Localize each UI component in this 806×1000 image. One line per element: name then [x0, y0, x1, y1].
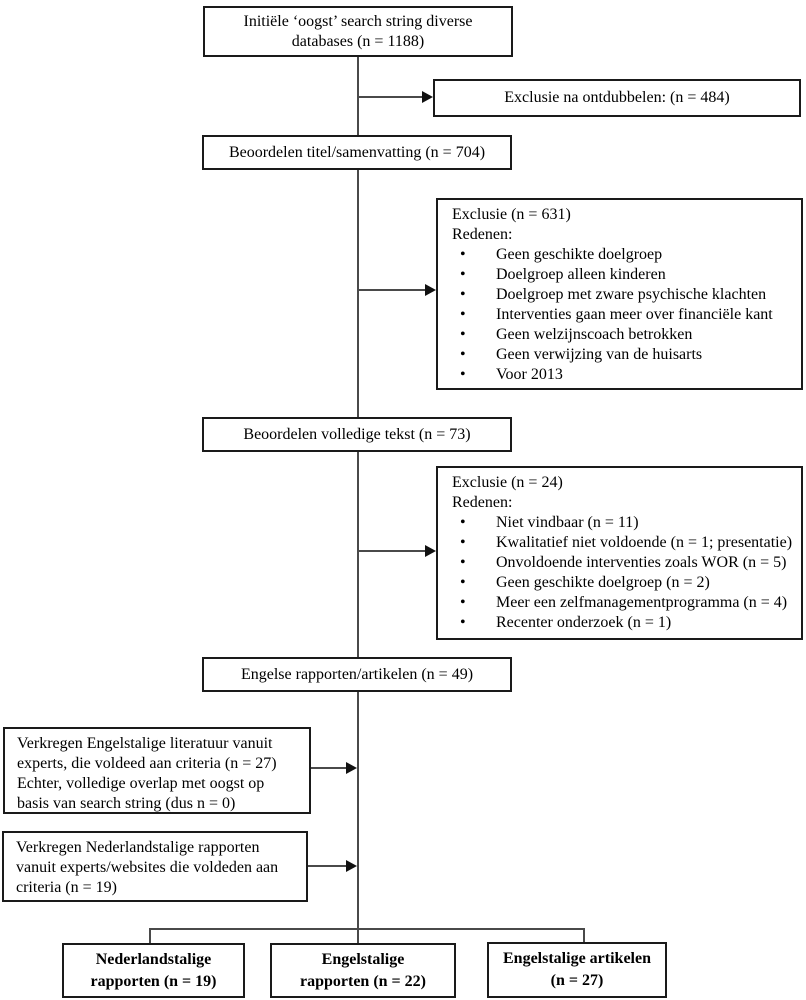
arrowhead-experts-en — [346, 762, 357, 774]
box-engelstalige-artikelen: Engelstalige artikelen (n = 27) — [487, 942, 667, 998]
arrowhead-exclusie1 — [425, 284, 436, 296]
exclusie1-reason-list: Geen geschikte doelgroep Doelgroep allee… — [450, 245, 793, 385]
exclusie2-reason-text: Niet vindbaar (n = 11) — [496, 514, 639, 531]
box-verkregen-engelstalige-literatuur: Verkregen Engelstalige literatuur vanuit… — [3, 727, 311, 814]
drop-line-nl-rapporten — [149, 928, 151, 944]
box-initial-search-line2: databases (n = 1188) — [291, 32, 425, 50]
exclusie1-reason: Doelgroep alleen kinderen — [450, 265, 793, 285]
arrowhead-ontdubbelen — [422, 91, 433, 103]
box-engelse-rapporten-artikelen-label: Engelse rapporten/artikelen (n = 49) — [240, 665, 474, 683]
exclusie2-reason-text: Kwalitatief niet voldoende (n = 1; prese… — [496, 534, 793, 551]
box-beoordelen-volledige-tekst-label: Beoordelen volledige tekst (n = 73) — [243, 425, 471, 443]
engelstalige-artikelen-line1: Engelstalige artikelen — [503, 950, 651, 967]
box-engelstalige-rapporten: Engelstalige rapporten (n = 22) — [270, 943, 456, 998]
exclusie1-reason: Voor 2013 — [450, 365, 793, 385]
box-initial-search-line1: Initiële ‘oogst’ search string diverse — [243, 12, 473, 30]
box-exclusie1: Exclusie (n = 631) Redenen: Geen geschik… — [436, 198, 803, 390]
experts-nl-line1: Verkregen Nederlandstalige rapporten — [16, 839, 260, 856]
exclusie1-reason-text: Geen verwijzing van de huisarts — [496, 346, 703, 363]
box-exclusie2: Exclusie (n = 24) Redenen: Niet vindbaar… — [436, 466, 803, 640]
exclusie1-reason: Interventies gaan meer over financiële k… — [450, 305, 793, 325]
engelstalige-artikelen-line2: (n = 27) — [550, 972, 604, 989]
nederlandstalige-rapporten-line2: rapporten (n = 19) — [90, 972, 217, 990]
exclusie2-reason: Geen geschikte doelgroep (n = 2) — [450, 573, 793, 593]
exclusie1-title: Exclusie (n = 631) — [452, 206, 571, 223]
exclusie1-reasons-label: Redenen: — [452, 226, 513, 243]
exclusie2-reason-text: Recenter onderzoek (n = 1) — [496, 614, 672, 631]
exclusie2-reason: Onvoldoende interventies zoals WOR (n = … — [450, 553, 793, 573]
experts-en-line3: Echter, volledige overlap met oogst op — [17, 775, 265, 792]
exclusie1-reason: Geen verwijzing van de huisarts — [450, 345, 793, 365]
exclusie1-reason: Doelgroep met zware psychische klachten — [450, 285, 793, 305]
exclusie2-title: Exclusie (n = 24) — [452, 474, 563, 491]
exclusie2-reason: Niet vindbaar (n = 11) — [450, 513, 793, 533]
exclusie2-reason-text: Geen geschikte doelgroep (n = 2) — [496, 574, 710, 591]
exclusie1-reason-text: Voor 2013 — [496, 366, 563, 383]
exclusie2-reasons-label: Redenen: — [452, 494, 513, 511]
box-beoordelen-volledige-tekst: Beoordelen volledige tekst (n = 73) — [202, 417, 512, 452]
engelstalige-rapporten-line2: rapporten (n = 22) — [300, 972, 426, 990]
branch-line-ontdubbelen — [357, 96, 425, 98]
nederlandstalige-rapporten-line1: Nederlandstalige — [95, 950, 212, 968]
box-beoordelen-titel: Beoordelen titel/samenvatting (n = 704) — [202, 135, 512, 170]
branch-line-exclusie1 — [357, 289, 427, 291]
exclusie2-reason-list: Niet vindbaar (n = 11) Kwalitatief niet … — [450, 513, 793, 633]
exclusie1-reason: Geen welzijnscoach betrokken — [450, 325, 793, 345]
exclusie1-reason-text: Doelgroep alleen kinderen — [496, 266, 666, 283]
experts-nl-line2: vanuit experts/websites die voldeden aan — [16, 859, 279, 876]
engelstalige-rapporten-line1: Engelstalige — [321, 950, 405, 968]
box-nederlandstalige-rapporten: Nederlandstalige rapporten (n = 19) — [62, 943, 245, 998]
branch-line-exclusie2 — [357, 550, 427, 552]
experts-en-line2: experts, die voldeed aan criteria (n = 2… — [17, 755, 277, 772]
exclusie2-reason: Meer een zelfmanagementprogramma (n = 4) — [450, 593, 793, 613]
exclusie2-reason: Recenter onderzoek (n = 1) — [450, 613, 793, 633]
exclusie1-reason-text: Geen geschikte doelgroep — [496, 246, 663, 263]
branch-line-experts-en — [311, 767, 349, 769]
experts-nl-line3: criteria (n = 19) — [16, 879, 117, 896]
box-verkregen-nederlandstalige-rapporten: Verkregen Nederlandstalige rapporten van… — [2, 831, 308, 902]
main-flow-line — [357, 56, 359, 944]
box-initial-search: Initiële ‘oogst’ search string diverse d… — [203, 6, 513, 57]
bottom-split-line — [149, 928, 585, 930]
box-exclusie-ontdubbelen: Exclusie na ontdubbelen: (n = 484) — [433, 79, 801, 117]
exclusie2-reason-text: Onvoldoende interventies zoals WOR (n = … — [496, 554, 787, 571]
exclusie1-reason-text: Geen welzijnscoach betrokken — [496, 326, 693, 343]
box-beoordelen-titel-label: Beoordelen titel/samenvatting (n = 704) — [228, 143, 486, 161]
arrowhead-experts-nl — [346, 860, 357, 872]
box-engelse-rapporten-artikelen: Engelse rapporten/artikelen (n = 49) — [202, 657, 512, 692]
box-exclusie-ontdubbelen-label: Exclusie na ontdubbelen: (n = 484) — [504, 89, 730, 106]
exclusie1-reason-text: Interventies gaan meer over financiële k… — [496, 306, 773, 323]
branch-line-experts-nl — [307, 865, 349, 867]
arrowhead-exclusie2 — [425, 545, 436, 557]
exclusie1-reason: Geen geschikte doelgroep — [450, 245, 793, 265]
exclusie2-reason-text: Meer een zelfmanagementprogramma (n = 4) — [496, 594, 788, 611]
exclusie1-reason-text: Doelgroep met zware psychische klachten — [496, 286, 767, 303]
experts-en-line1: Verkregen Engelstalige literatuur vanuit — [17, 735, 273, 752]
experts-en-line4: basis van search string (dus n = 0) — [17, 795, 236, 812]
drop-line-en-artikelen — [583, 928, 585, 944]
exclusie2-reason: Kwalitatief niet voldoende (n = 1; prese… — [450, 533, 793, 553]
